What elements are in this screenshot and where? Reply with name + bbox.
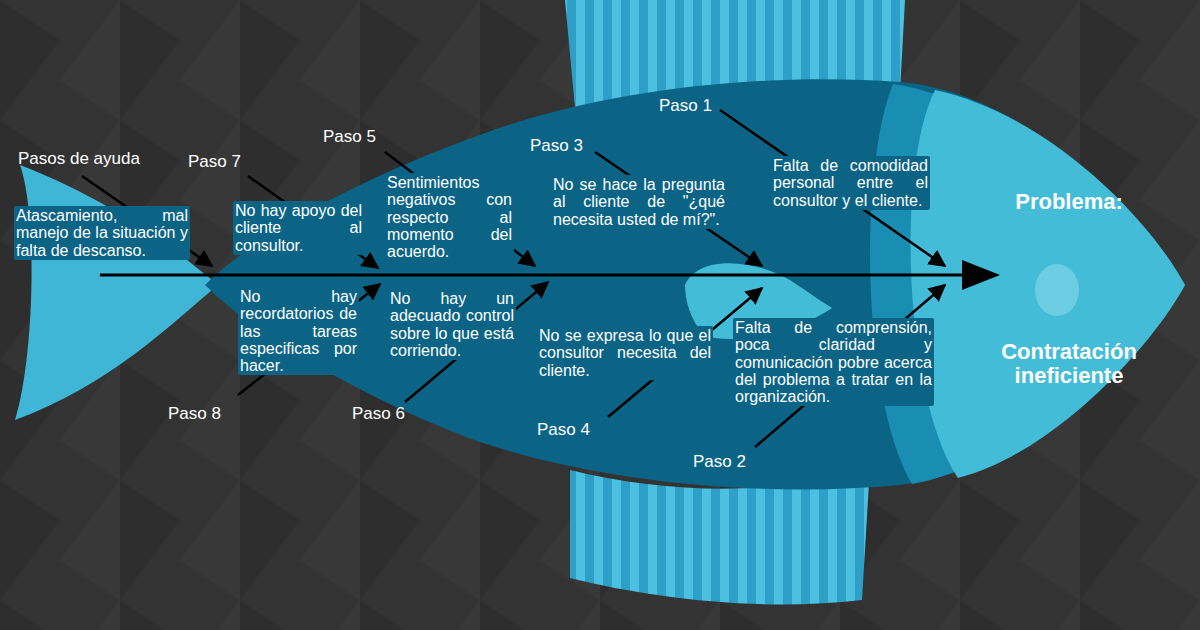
tail-fin (15, 165, 218, 420)
cause-text: Falta de comprensión, poca claridad y co… (733, 318, 934, 406)
problem-text: Contratación ineficiente (962, 340, 1176, 388)
step-label: Paso 5 (323, 128, 376, 146)
step-label: Paso 7 (188, 153, 241, 171)
fish-eye (1035, 264, 1079, 316)
head-band (870, 84, 1185, 484)
cause-text: No hay apoyo del cliente al consultor. (233, 201, 364, 255)
step-label: Paso 8 (168, 405, 221, 423)
spine-arrowhead (962, 260, 1000, 290)
step-label: Paso 2 (693, 453, 746, 471)
problem-head: Problema: Contratación ineficiente (962, 190, 1176, 388)
step-label: Paso 1 (659, 97, 712, 115)
cause-text: Falta de comodidad personal entre el con… (771, 156, 930, 210)
cause-text: No se expresa lo que el consultor necesi… (537, 326, 713, 380)
cause-text: No hay recordatorios de las tareas espec… (238, 287, 359, 375)
cause-text: No hay un adecuado control sobre lo que … (388, 289, 516, 360)
step-label: Paso 3 (530, 137, 583, 155)
step-label: Paso 6 (352, 405, 405, 423)
cause-branches (82, 110, 945, 447)
problem-heading: Problema: (1015, 190, 1123, 214)
fish-body (205, 79, 1185, 489)
spine (100, 274, 968, 277)
step-label: Pasos de ayuda (18, 150, 140, 168)
cause-text: No se hace la pregunta al cliente de "¿q… (551, 175, 727, 229)
cause-text: Atascamiento, mal manejo de la situación… (14, 206, 190, 260)
step-label: Paso 4 (537, 421, 590, 439)
cause-text: Sentimientos negativos con respecto al m… (385, 173, 514, 261)
fish-head (911, 90, 1185, 478)
